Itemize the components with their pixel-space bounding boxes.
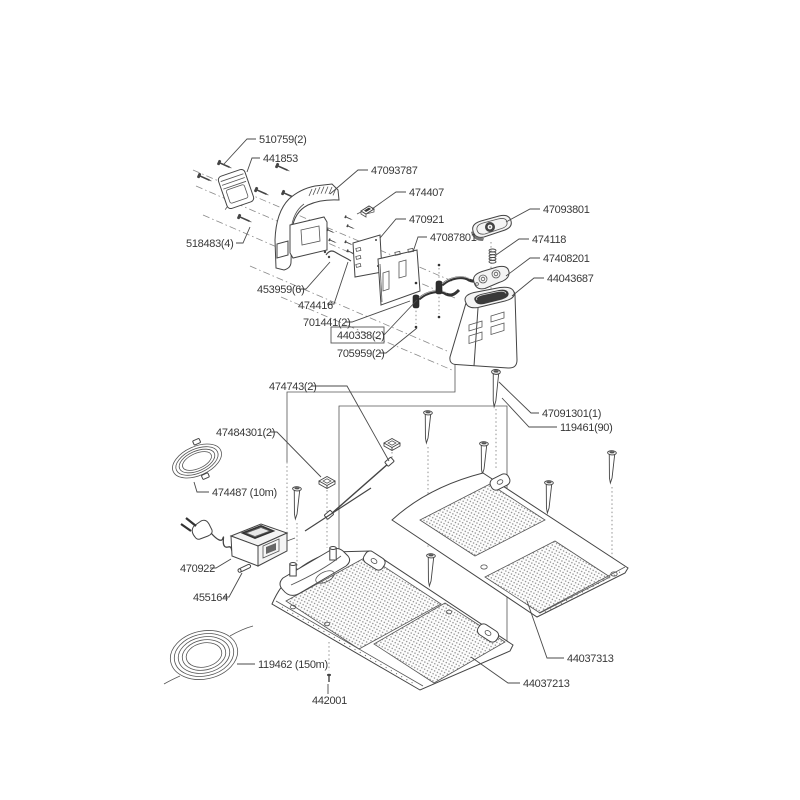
part-label-47408201: 47408201 — [543, 253, 590, 265]
part-label-119462: 119462 (150m) — [258, 659, 328, 671]
part-top-lid — [471, 214, 512, 241]
screw-icon — [325, 214, 356, 256]
part-label-47093787: 47093787 — [371, 165, 418, 177]
screw-icon — [327, 673, 331, 682]
part-label-701441: 701441(2) — [303, 317, 350, 329]
part-base-plate-right — [391, 472, 629, 618]
boxed-label-frame — [330, 326, 385, 344]
part-label-119461: 119461(90) — [560, 422, 612, 434]
part-contact-wire — [323, 250, 352, 262]
part-label-474407: 474407 — [409, 187, 444, 199]
part-spring — [488, 248, 497, 264]
part-circuit-board — [352, 234, 383, 278]
part-power-supply — [180, 517, 296, 567]
part-label-474416: 474416 — [298, 300, 333, 312]
leader-lines — [193, 138, 564, 694]
part-button-plate — [473, 265, 510, 290]
part-pin — [237, 563, 252, 573]
part-label-474487: 474487 (10m) — [212, 487, 277, 499]
part-boundary-wire-coil — [163, 625, 254, 685]
part-label-705959: 705959(2) — [337, 348, 384, 360]
part-station-tower — [449, 286, 518, 369]
part-label-470922: 470922 — [180, 563, 215, 575]
part-rear-panel — [377, 247, 421, 306]
part-label-455164: 455164 — [193, 592, 228, 604]
part-cable-coil-10m — [172, 438, 222, 480]
part-label-470921: 470921 — [409, 214, 444, 226]
part-label-44043687: 44043687 — [547, 273, 594, 285]
parts — [163, 158, 629, 691]
part-cover-flap — [217, 168, 255, 210]
part-housing-cover — [274, 183, 340, 271]
part-label-441853: 441853 — [263, 153, 298, 165]
part-label-47093801: 47093801 — [543, 204, 590, 216]
part-label-474118: 474118 — [532, 234, 566, 246]
part-label-474743: 474743(2) — [269, 381, 316, 393]
part-charging-cables — [304, 456, 395, 532]
part-label-518483: 518483(4) — [186, 238, 233, 250]
labels: 510759(2) 441853 47093787 474407 470921 … — [180, 134, 614, 707]
part-label-453959: 453959(6) — [257, 284, 304, 296]
part-connector — [356, 205, 375, 218]
part-label-44037213: 44037213 — [523, 678, 570, 690]
part-label-442001: 442001 — [312, 695, 347, 707]
part-label-44037313: 44037313 — [567, 653, 614, 665]
part-label-47091301: 47091301(1) — [542, 408, 601, 420]
part-label-47484301: 47484301(2) — [216, 427, 275, 439]
part-label-510759: 510759(2) — [259, 134, 306, 146]
part-base-plate-left — [271, 546, 514, 691]
part-label-47087801: 47087801 — [430, 232, 477, 244]
dock — [279, 546, 351, 596]
part-label-440338: 440338(2) — [337, 330, 384, 342]
